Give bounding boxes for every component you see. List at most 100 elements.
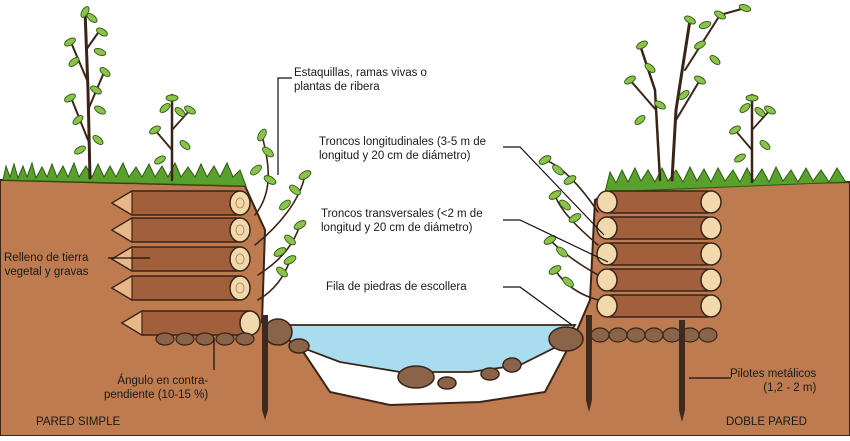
log-ring bbox=[235, 253, 245, 265]
leaf bbox=[634, 115, 646, 125]
leaf bbox=[293, 220, 307, 230]
leaf bbox=[93, 47, 107, 57]
leaf bbox=[165, 94, 179, 102]
leaf bbox=[729, 125, 741, 135]
metal-piles bbox=[262, 315, 685, 422]
leaf bbox=[96, 27, 108, 37]
leaf bbox=[99, 67, 111, 77]
label-estaquillas: Estaquillas, ramas vivas o plantas de ri… bbox=[294, 67, 427, 93]
log-ring bbox=[235, 197, 245, 209]
leaf bbox=[94, 105, 106, 115]
base-stone bbox=[608, 327, 628, 343]
log-end bbox=[229, 275, 251, 301]
grass-left bbox=[2, 161, 247, 187]
label-relleno: Relleno de tierra vegetal y gravas bbox=[4, 252, 89, 278]
log-end bbox=[596, 190, 618, 214]
leaf bbox=[284, 234, 296, 246]
leaf bbox=[64, 37, 76, 47]
leaf bbox=[276, 266, 288, 278]
leaf bbox=[279, 199, 291, 211]
log-end bbox=[700, 190, 722, 214]
leaf bbox=[738, 3, 752, 13]
leaf bbox=[262, 146, 274, 158]
label-pilotes: Pilotes metálicos (1,2 - 2 m) bbox=[730, 368, 817, 394]
log-end bbox=[700, 268, 722, 292]
label-doble-pared: DOBLE PARED bbox=[726, 416, 807, 428]
leaf bbox=[694, 40, 706, 50]
log-ring bbox=[235, 282, 245, 294]
stake-tip bbox=[110, 189, 133, 217]
leaf bbox=[556, 246, 568, 258]
stake-tip bbox=[110, 274, 133, 302]
leaf bbox=[624, 75, 636, 85]
base-stone bbox=[644, 327, 664, 343]
leaf bbox=[654, 100, 666, 110]
left-log-crib bbox=[110, 189, 261, 346]
leaf bbox=[538, 155, 552, 165]
leaf bbox=[754, 107, 766, 117]
leaf bbox=[734, 153, 746, 163]
leaf bbox=[636, 40, 648, 50]
label-angulo: Ángulo en contra- pendiente (10-15 %) bbox=[104, 375, 209, 401]
leaf bbox=[698, 20, 712, 30]
right-log-crib bbox=[590, 190, 722, 343]
log-end bbox=[700, 294, 722, 318]
leaf bbox=[548, 265, 562, 275]
leaf bbox=[644, 63, 656, 73]
leaf bbox=[154, 155, 166, 165]
leader-lines bbox=[108, 77, 731, 379]
leaf bbox=[694, 75, 706, 85]
leaf bbox=[289, 184, 301, 196]
label-troncos-transversales: Troncos transversales (<2 m de longitud … bbox=[321, 208, 483, 234]
base-stone bbox=[155, 332, 175, 346]
leaf bbox=[174, 107, 186, 117]
log-end bbox=[596, 268, 618, 292]
base-stone bbox=[235, 332, 255, 346]
log-ring bbox=[235, 224, 245, 236]
riverbed-stones bbox=[263, 318, 584, 390]
leaf bbox=[273, 247, 287, 257]
leaf bbox=[184, 105, 196, 115]
tree-leaves bbox=[64, 3, 776, 165]
leaf bbox=[568, 213, 582, 223]
leaf bbox=[179, 140, 191, 150]
leaf bbox=[257, 128, 267, 142]
base-stone bbox=[662, 327, 682, 343]
stake-leaves bbox=[250, 128, 582, 288]
grass-right bbox=[604, 165, 849, 193]
log-end bbox=[700, 216, 722, 240]
leaf bbox=[68, 57, 80, 67]
leaf bbox=[684, 15, 696, 25]
leaf bbox=[283, 255, 297, 265]
base-stone bbox=[215, 332, 235, 346]
leaf bbox=[298, 170, 312, 180]
leaf bbox=[563, 175, 577, 185]
leaf bbox=[64, 93, 76, 103]
leaf bbox=[552, 164, 564, 176]
leaf bbox=[714, 10, 726, 20]
label-fila-piedras: Fila de piedras de escollera bbox=[326, 281, 467, 293]
water-channel bbox=[267, 324, 577, 373]
log-end bbox=[229, 190, 251, 216]
log-end bbox=[229, 217, 251, 243]
leaf bbox=[739, 103, 751, 113]
stake-tip bbox=[120, 309, 143, 337]
log-end bbox=[239, 310, 261, 336]
leaf bbox=[562, 276, 574, 288]
log-end bbox=[229, 246, 251, 272]
label-troncos-longitudinales: Troncos longitudinales (3-5 m de longitu… bbox=[319, 136, 487, 162]
leaf bbox=[745, 94, 759, 102]
leaf bbox=[263, 175, 277, 185]
leaf bbox=[559, 199, 571, 211]
leaf bbox=[678, 90, 690, 100]
leaf bbox=[90, 85, 102, 95]
base-stone bbox=[698, 327, 718, 343]
stake-tip bbox=[110, 216, 133, 244]
leaf bbox=[709, 55, 721, 65]
leaf bbox=[250, 164, 262, 176]
base-stone bbox=[195, 332, 215, 346]
base-stone bbox=[626, 327, 646, 343]
leaf bbox=[759, 140, 771, 150]
